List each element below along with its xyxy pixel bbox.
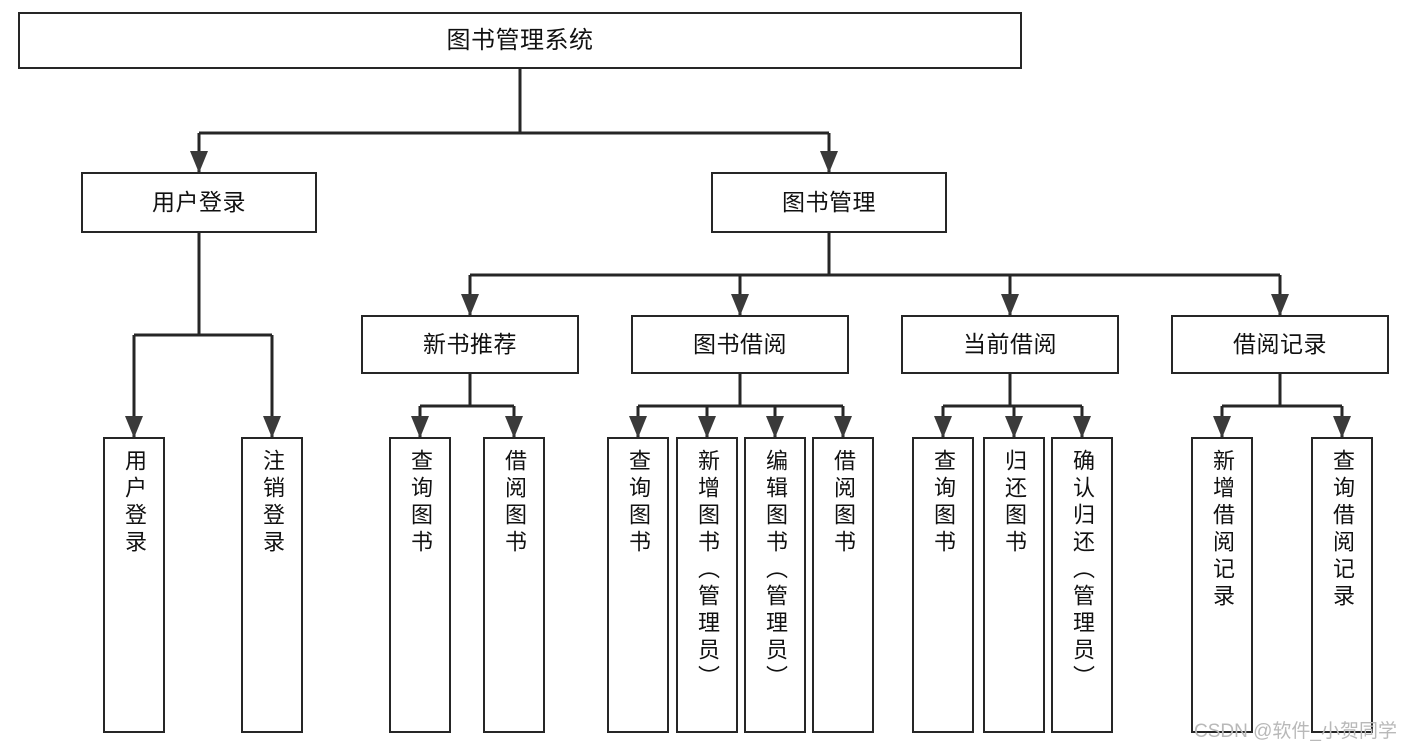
node-label: 查询图书 <box>408 449 433 557</box>
node-label: 用户登录 <box>122 449 147 557</box>
node-label: 借阅图书 <box>502 449 527 557</box>
node-label: 确认归还（管理员） <box>1070 449 1095 692</box>
node-label: 编辑图书（管理员） <box>763 449 788 692</box>
node-label: 用户登录 <box>152 189 246 216</box>
node-label: 图书管理系统 <box>446 26 594 54</box>
leaf-leaf-confirm-return-admin[interactable]: 确认归还（管理员） <box>1051 437 1113 733</box>
node-label: 查询借阅记录 <box>1330 449 1355 611</box>
node-label: 当前借阅 <box>963 331 1057 358</box>
node-current-borrow[interactable]: 当前借阅 <box>901 315 1119 374</box>
node-book-manage[interactable]: 图书管理 <box>711 172 947 233</box>
node-label: 查询图书 <box>626 449 651 557</box>
leaf-leaf-query-borrow-record[interactable]: 查询借阅记录 <box>1311 437 1373 733</box>
leaf-leaf-return-book[interactable]: 归还图书 <box>983 437 1045 733</box>
node-borrow-record[interactable]: 借阅记录 <box>1171 315 1389 374</box>
leaf-leaf-logout[interactable]: 注销登录 <box>241 437 303 733</box>
node-label: 查询图书 <box>931 449 956 557</box>
leaf-leaf-query-book-cur[interactable]: 查询图书 <box>912 437 974 733</box>
node-label: 归还图书 <box>1002 449 1027 557</box>
node-label: 新增借阅记录 <box>1210 449 1235 611</box>
leaf-leaf-borrow-book-rec[interactable]: 借阅图书 <box>483 437 545 733</box>
node-label: 图书管理 <box>782 189 876 216</box>
leaf-leaf-query-book-rec[interactable]: 查询图书 <box>389 437 451 733</box>
csdn-watermark: CSDN @软件_小贺同学 <box>1194 721 1397 742</box>
node-book-borrow[interactable]: 图书借阅 <box>631 315 849 374</box>
leaf-leaf-add-book-admin[interactable]: 新增图书（管理员） <box>676 437 738 733</box>
node-label: 新书推荐 <box>423 331 517 358</box>
node-user-login[interactable]: 用户登录 <box>81 172 317 233</box>
node-label: 注销登录 <box>260 449 285 557</box>
node-new-book-recommend[interactable]: 新书推荐 <box>361 315 579 374</box>
leaf-leaf-user-login[interactable]: 用户登录 <box>103 437 165 733</box>
leaf-leaf-query-book-borrow[interactable]: 查询图书 <box>607 437 669 733</box>
leaf-leaf-add-borrow-record[interactable]: 新增借阅记录 <box>1191 437 1253 733</box>
node-label: 新增图书（管理员） <box>695 449 720 692</box>
leaf-leaf-borrow-book[interactable]: 借阅图书 <box>812 437 874 733</box>
node-label: 借阅图书 <box>831 449 856 557</box>
node-root[interactable]: 图书管理系统 <box>18 12 1022 69</box>
leaf-leaf-edit-book-admin[interactable]: 编辑图书（管理员） <box>744 437 806 733</box>
node-label: 图书借阅 <box>693 331 787 358</box>
node-label: 借阅记录 <box>1233 331 1327 358</box>
